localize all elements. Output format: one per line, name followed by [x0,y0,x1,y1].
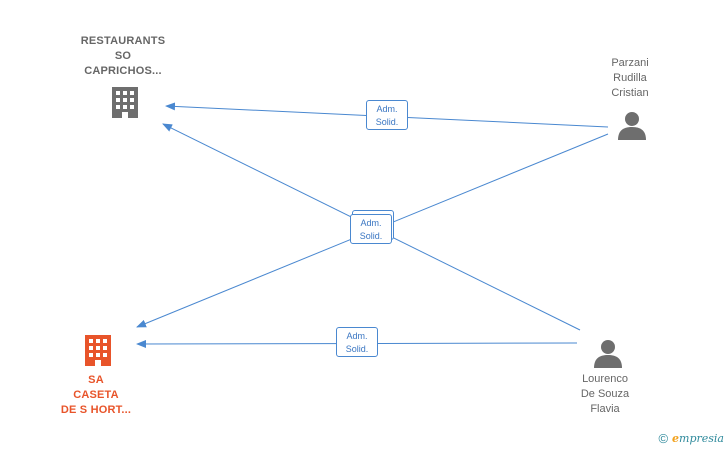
badge-line: Adm. [360,218,382,228]
badge-line: Solid. [345,344,369,354]
building-icon[interactable] [83,334,113,367]
copyright-icon: © [658,431,669,446]
relationship-badge[interactable]: Adm. Solid. [336,327,378,357]
relationship-badge[interactable]: Adm. Solid. [350,214,392,244]
badge-line: Solid. [375,117,399,127]
footer-brand[interactable]: © empresia [658,431,724,446]
label-line: DE S HORT... [60,404,132,416]
brand-rest: mpresia [679,432,724,445]
brand-logo: empresia [672,432,724,445]
building-icon[interactable] [110,86,140,119]
label-line: Parzani [611,57,649,69]
person-icon[interactable] [617,110,647,140]
relationship-badge[interactable]: Adm. Solid. [366,100,408,130]
label-line: De Souza [580,388,630,400]
label-line: Cristian [611,87,649,99]
person-lourenco-label[interactable]: Lourenco De Souza Flavia [565,372,645,417]
badge-line: Adm. [346,331,368,341]
label-line: Flavia [590,403,620,415]
person-icon[interactable] [593,338,623,368]
company-caseta-label[interactable]: SA CASETA DE S HORT... [46,373,146,418]
label-line: Rudilla [613,72,647,84]
company-restaurants-label[interactable]: RESTAURANTS SO CAPRICHOS... [73,34,173,79]
person-parzani-label[interactable]: Parzani Rudilla Cristian [590,56,670,101]
brand-initial: e [672,432,680,445]
badge-line: Solid. [359,231,383,241]
label-line: Lourenco [582,373,628,385]
label-line: SA [88,374,104,386]
badge-line: Adm. [376,104,398,114]
label-line: CASETA [73,389,119,401]
label-line: RESTAURANTS [80,35,166,47]
label-line: SO [114,50,132,62]
label-line: CAPRICHOS... [84,65,162,77]
